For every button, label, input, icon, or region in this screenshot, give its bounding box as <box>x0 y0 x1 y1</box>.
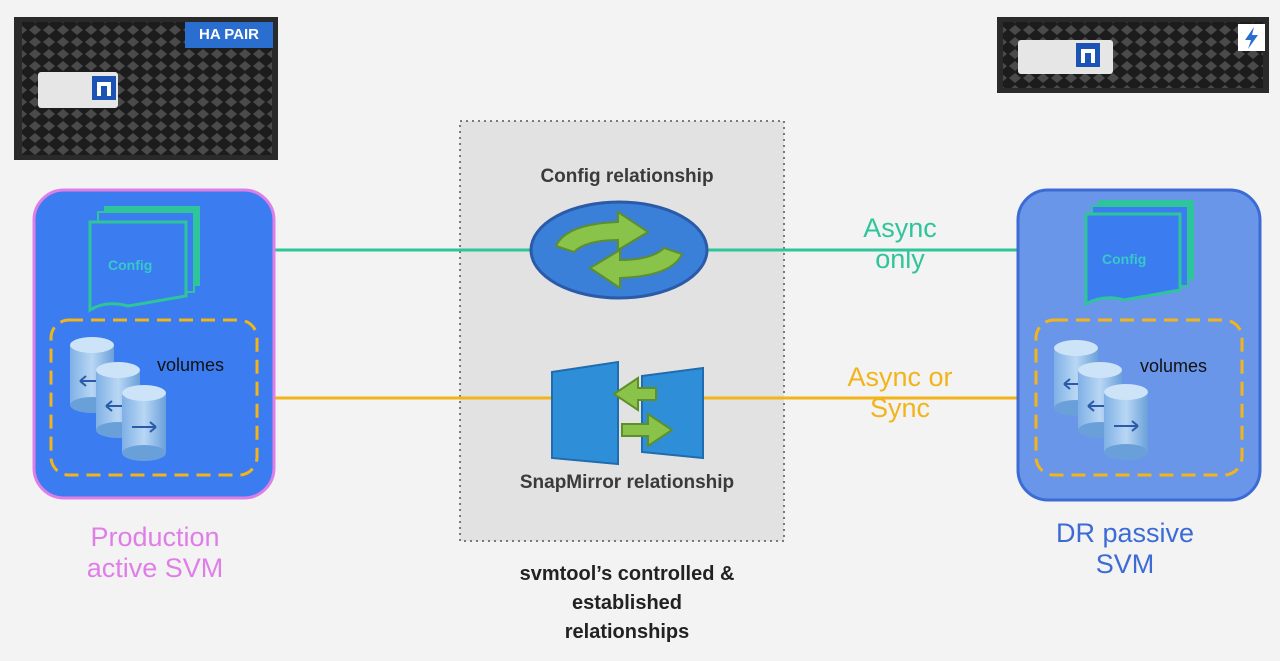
svmtool-panel <box>459 120 785 542</box>
right-storage-controller <box>997 17 1269 93</box>
config-mode-label: Async only <box>863 213 937 275</box>
snapmirror-mode-label: Async or Sync <box>847 362 953 424</box>
lightning-icon <box>1245 27 1258 49</box>
netapp-logo-icon <box>1076 43 1100 67</box>
production-volumes-label: volumes <box>157 355 225 375</box>
netapp-logo-icon <box>92 76 116 100</box>
dr-config-label: Config <box>1102 251 1147 267</box>
snapmirror-icon <box>551 360 704 466</box>
config-relationship-label: Config relationship <box>540 166 714 187</box>
ha-pair-badge: HA PAIR <box>185 22 273 48</box>
config-document-icon <box>1084 200 1194 307</box>
production-config-label: Config <box>108 257 153 273</box>
snapmirror-relationship-label: SnapMirror relationship <box>519 472 735 493</box>
config-cycle-icon <box>529 200 709 300</box>
dr-svm-label: DR passive SVM <box>1055 518 1195 580</box>
config-document-icon <box>88 206 200 313</box>
right-volumes-icon <box>1054 340 1148 460</box>
production-svm-box <box>32 188 276 500</box>
svmtool-caption: svmtool’s controlled & established relat… <box>519 563 735 643</box>
left-volumes-icon <box>70 337 166 461</box>
dr-volumes-label: volumes <box>1140 356 1208 376</box>
production-svm-label: Production active SVM <box>86 522 224 584</box>
